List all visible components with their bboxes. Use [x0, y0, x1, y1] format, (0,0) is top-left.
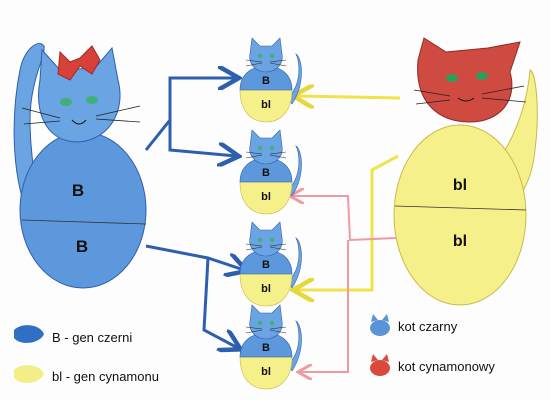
kitten-top-gene: B: [262, 342, 270, 354]
red-cat-eye-right: [476, 72, 488, 80]
kitten-whiskers: [245, 326, 287, 334]
kitten-bottom-gene: bl: [261, 283, 271, 295]
blue-cat-eye-left: [60, 98, 72, 106]
red-cat-legend-icon: [370, 354, 390, 376]
kitten-eye-right: [269, 53, 275, 59]
kitten-top-gene: B: [262, 167, 270, 179]
blue-cat-mouth: [71, 119, 87, 125]
kitten-whiskers: [245, 151, 287, 159]
kitten-eye-left: [257, 237, 263, 243]
gene-swatch-blue: [14, 325, 44, 343]
kitten-whiskers: [245, 243, 287, 251]
kitten-3: Bbl: [239, 221, 302, 307]
kitten-eye-right: [269, 145, 275, 151]
red-cat-body: [393, 124, 527, 306]
arrows-from-yellow-parent: [296, 96, 401, 290]
gene-label-bl: bl - gen cynamonu: [52, 369, 159, 384]
kitten-body-bottom: [239, 181, 293, 215]
arrow-pink-to-kitten-2: [292, 196, 397, 242]
blue-cat-top-gene: B: [72, 181, 84, 200]
arrows-from-pink: [292, 196, 397, 372]
legend-cats: kot czarny kot cynamonowy: [370, 314, 495, 376]
legend-black-cat-label: kot czarny: [398, 319, 458, 334]
blue-cat-legend-icon: [370, 314, 390, 336]
arrow-yellow-to-kitten-3: [296, 154, 399, 290]
kitten-eye-left: [257, 53, 263, 59]
kitten-body-bottom: [239, 356, 293, 390]
kitten-top-gene: B: [262, 259, 270, 271]
kitten-bottom-gene: bl: [261, 99, 271, 111]
kitten-head: [249, 37, 283, 73]
blue-cat-eye-right: [86, 96, 98, 104]
arrow-blue-to-kitten-3: [145, 244, 244, 270]
red-cat-body-divider: [394, 205, 527, 211]
red-cat-bottom-gene: bl: [453, 233, 467, 250]
kitten-top-gene: B: [262, 75, 270, 87]
arrow-blue-to-kitten-4: [202, 257, 238, 348]
blue-cat-bottom-gene: B: [76, 237, 88, 256]
kitten-head: [249, 304, 283, 340]
kitten-head: [249, 129, 283, 165]
red-cat-whiskers: [413, 85, 527, 105]
kitten-whiskers: [245, 59, 287, 67]
kitten-eye-left: [257, 145, 263, 151]
kitten-4: Bbl: [239, 304, 302, 390]
kitten-head: [249, 221, 283, 257]
arrow-blue-to-kitten-1: [144, 78, 236, 151]
kitten-body-bottom: [239, 89, 293, 123]
kitten-bottom-gene: bl: [261, 366, 271, 378]
red-cat-mouth: [457, 97, 475, 102]
arrow-pink-to-kitten-4: [300, 240, 349, 372]
gene-label-b: B - gen czerni: [52, 330, 132, 345]
blue-cat-tail: [13, 43, 45, 216]
arrow-blue-to-kitten-2: [168, 120, 236, 156]
parent-blue-cat: B B: [13, 43, 147, 289]
blue-cat-whiskers: [21, 105, 141, 125]
gene-swatch-yellow: [14, 365, 44, 383]
kitten-2: Bbl: [239, 129, 302, 215]
bow-icon: [57, 45, 101, 81]
kitten-bottom-gene: bl: [261, 191, 271, 203]
kitten-body-bottom: [239, 273, 293, 307]
kitten-eye-left: [257, 320, 263, 326]
kitten-eye-right: [269, 320, 275, 326]
red-cat-top-gene: bl: [453, 177, 467, 194]
red-cat-eye-left: [446, 74, 458, 82]
legend-cinnamon-cat-label: kot cynamonowy: [398, 359, 495, 374]
arrows-from-blue-parent: [144, 78, 244, 348]
kitten-eye-right: [269, 237, 275, 243]
legend-genes: B - gen czerni bl - gen cynamonu: [14, 325, 159, 384]
blue-cat-body: [19, 131, 147, 289]
red-cat-head: [417, 37, 521, 123]
arrow-yellow-to-kitten-1: [296, 96, 401, 98]
kitten-1: Bbl: [239, 37, 302, 123]
parent-red-cat: bl bl: [393, 37, 538, 306]
blue-cat-body-divider: [21, 219, 147, 225]
